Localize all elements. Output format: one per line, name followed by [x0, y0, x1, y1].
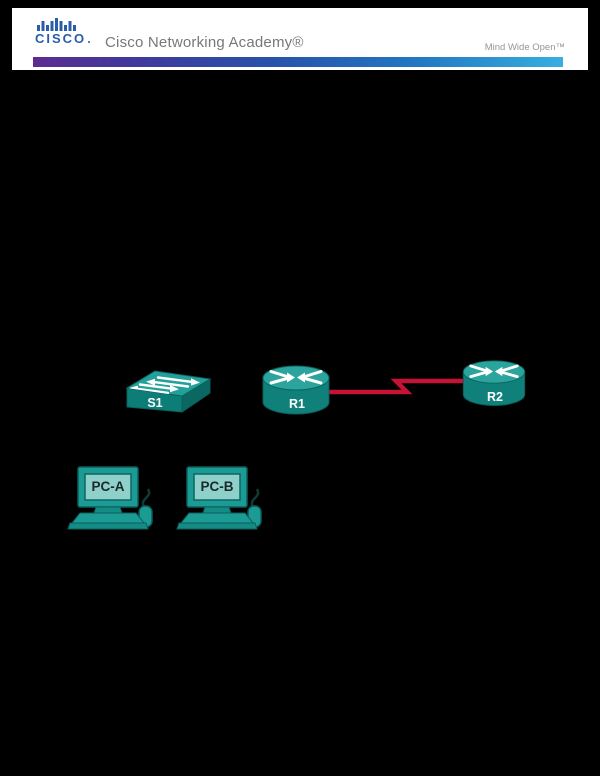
- pc-b: PC-B: [175, 465, 263, 531]
- switch-s1: S1: [125, 370, 212, 413]
- serial-link-r1-r2: [320, 378, 470, 395]
- device-label-r2: R2: [487, 390, 503, 404]
- cisco-logo-bridge-icon: [37, 18, 76, 31]
- router-r2: R2: [461, 359, 527, 407]
- device-label-pc-b: PC-B: [201, 479, 234, 494]
- header-bar: CISCO Cisco Networking Academy® Mind Wid…: [12, 8, 588, 70]
- header-tagline: Mind Wide Open™: [484, 42, 565, 53]
- device-label-s1: S1: [147, 396, 162, 410]
- device-label-pc-a: PC-A: [92, 479, 125, 494]
- network-topology-diagram: S1 R1 R2 PC-A PC-B: [66, 359, 527, 531]
- header-title: Cisco Networking Academy®: [105, 34, 304, 51]
- header-gradient-bar: [33, 57, 563, 67]
- pc-a: PC-A: [66, 465, 154, 531]
- cisco-logo: CISCO: [35, 18, 95, 56]
- router-r1: R1: [261, 364, 331, 416]
- cisco-logo-wordmark: CISCO: [35, 32, 95, 45]
- device-label-r1: R1: [289, 397, 305, 411]
